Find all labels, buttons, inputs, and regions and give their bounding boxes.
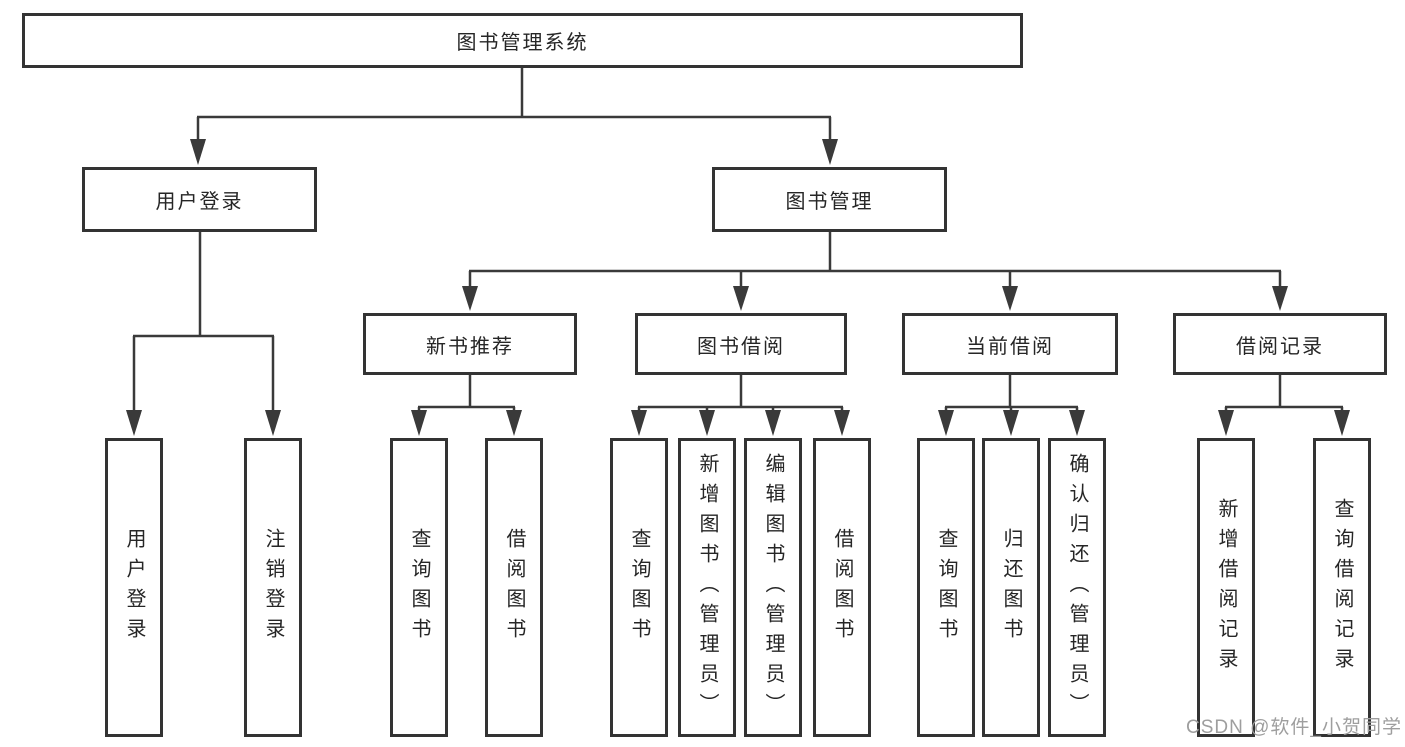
node-new-book-recommend: 新书推荐 xyxy=(363,313,577,375)
leaf-query-books-current-label: 查询图书 xyxy=(935,527,957,648)
node-user-login: 用户登录 xyxy=(82,167,317,232)
leaf-query-borrow-record-label: 查询借阅记录 xyxy=(1331,497,1353,678)
leaf-query-books-recommend: 查询图书 xyxy=(390,438,448,737)
leaf-logout-label: 注销登录 xyxy=(262,527,284,648)
leaf-confirm-return-admin-label: 确认归还（管理员） xyxy=(1066,452,1088,723)
node-borrow-records-label: 借阅记录 xyxy=(1236,335,1324,358)
node-book-borrowing: 图书借阅 xyxy=(635,313,847,375)
leaf-query-books-borrow-label: 查询图书 xyxy=(628,527,650,648)
node-root-system: 图书管理系统 xyxy=(22,13,1023,68)
leaf-add-books-admin: 新增图书（管理员） xyxy=(678,438,736,737)
node-current-borrowing: 当前借阅 xyxy=(902,313,1118,375)
leaf-confirm-return-admin: 确认归还（管理员） xyxy=(1048,438,1106,737)
leaf-edit-books-admin: 编辑图书（管理员） xyxy=(744,438,802,737)
leaf-return-books: 归还图书 xyxy=(982,438,1040,737)
watermark: CSDN @软件_小贺同学 xyxy=(1186,717,1402,738)
leaf-borrow-books-recommend: 借阅图书 xyxy=(485,438,543,737)
node-borrow-records: 借阅记录 xyxy=(1173,313,1387,375)
node-book-management: 图书管理 xyxy=(712,167,947,232)
leaf-user-login: 用户登录 xyxy=(105,438,163,737)
node-book-borrowing-label: 图书借阅 xyxy=(697,335,785,358)
leaf-borrow-books-label: 借阅图书 xyxy=(831,527,853,648)
leaf-query-books-current: 查询图书 xyxy=(917,438,975,737)
leaf-add-borrow-record-label: 新增借阅记录 xyxy=(1215,497,1237,678)
leaf-edit-books-admin-label: 编辑图书（管理员） xyxy=(762,452,784,723)
leaf-query-books-recommend-label: 查询图书 xyxy=(408,527,430,648)
arrowheads xyxy=(126,139,1350,436)
leaf-user-login-label: 用户登录 xyxy=(123,527,145,648)
node-current-borrowing-label: 当前借阅 xyxy=(966,335,1054,358)
leaf-query-books-borrow: 查询图书 xyxy=(610,438,668,737)
leaf-query-borrow-record: 查询借阅记录 xyxy=(1313,438,1371,737)
leaf-add-books-admin-label: 新增图书（管理员） xyxy=(696,452,718,723)
node-user-login-label: 用户登录 xyxy=(155,191,244,213)
leaf-add-borrow-record: 新增借阅记录 xyxy=(1197,438,1255,737)
node-root-system-label: 图书管理系统 xyxy=(456,32,589,54)
node-book-management-label: 图书管理 xyxy=(785,191,874,213)
leaf-logout: 注销登录 xyxy=(244,438,302,737)
leaf-return-books-label: 归还图书 xyxy=(1000,527,1022,648)
leaf-borrow-books-recommend-label: 借阅图书 xyxy=(503,527,525,648)
node-new-book-recommend-label: 新书推荐 xyxy=(426,335,514,358)
leaf-borrow-books: 借阅图书 xyxy=(813,438,871,737)
